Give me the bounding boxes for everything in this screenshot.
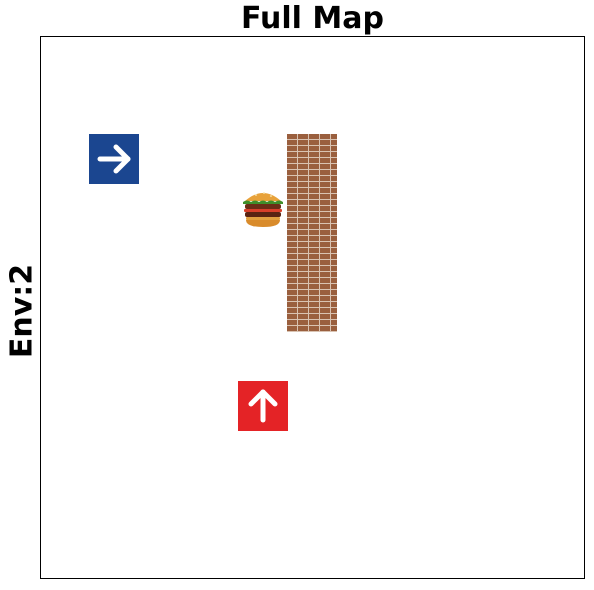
blue-agent [89, 134, 139, 184]
env-label: Env:2 [4, 263, 40, 359]
arrow-up-icon [248, 389, 278, 423]
burger-icon [240, 187, 286, 229]
game-map [40, 36, 585, 579]
red-agent [238, 381, 288, 431]
brick-wall-icon [287, 134, 337, 332]
map-title: Full Map [241, 1, 384, 36]
arrow-right-icon [97, 144, 131, 174]
